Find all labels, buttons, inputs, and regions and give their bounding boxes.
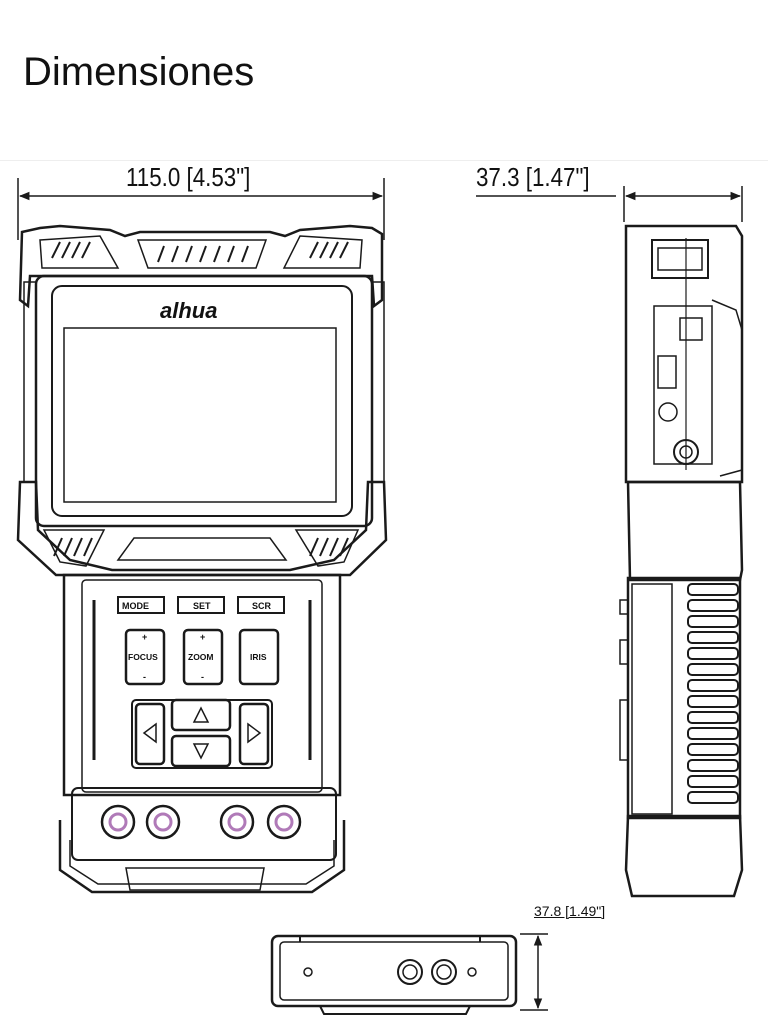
front-bnc-connectors: [100, 804, 302, 840]
brand-logo: alhua: [160, 298, 217, 323]
bottom-dimension-line: [520, 933, 548, 1011]
focus-button-label: FOCUS: [128, 652, 158, 662]
zoom-minus-label: -: [201, 672, 204, 682]
set-button-label: SET: [193, 601, 211, 611]
separator-line: [0, 160, 768, 161]
front-width-label: 115.0 [4.53"]: [126, 162, 251, 192]
focus-minus-label: -: [143, 672, 146, 682]
side-dimension-line: [476, 186, 743, 222]
page-title: Dimensiones: [23, 50, 255, 94]
front-dimension-line: [17, 178, 385, 240]
side-depth-label: 37.3 [1.47"]: [476, 162, 590, 192]
iris-button-label: IRIS: [250, 652, 267, 662]
side-view: [619, 224, 744, 898]
bottom-depth-label: 37.8 [1.49"]: [534, 903, 606, 919]
zoom-plus-label: +: [200, 632, 205, 642]
scr-button-label: SCR: [252, 601, 272, 611]
front-view: [16, 224, 388, 894]
zoom-button-label: ZOOM: [188, 652, 214, 662]
focus-plus-label: +: [142, 632, 147, 642]
vent-slots: [51, 241, 349, 263]
mode-button-label: MODE: [122, 601, 149, 611]
side-grip-ribs: [687, 583, 739, 804]
bottom-view: [270, 934, 518, 1015]
